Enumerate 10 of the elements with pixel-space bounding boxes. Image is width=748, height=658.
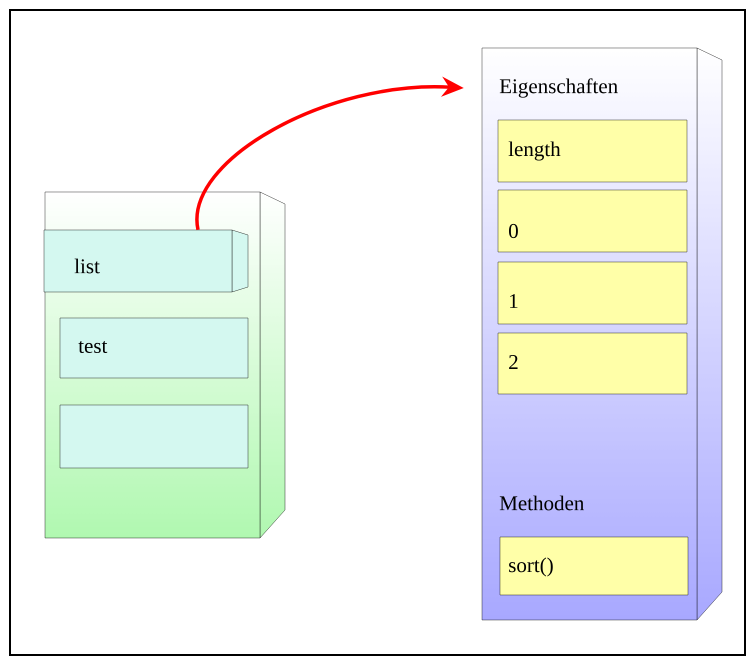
section-heading: Methoden: [500, 496, 584, 510]
property-box: sort(): [500, 536, 688, 596]
property-box: 0: [498, 190, 688, 252]
slot-box: test: [60, 318, 248, 378]
property-box: 1: [498, 262, 688, 324]
section-heading: Eigenschaften: [500, 78, 618, 98]
property-box: length: [498, 120, 688, 182]
property-box: 2: [498, 332, 688, 394]
slot-box: list: [44, 230, 248, 292]
empty-slot-box: [60, 404, 248, 468]
